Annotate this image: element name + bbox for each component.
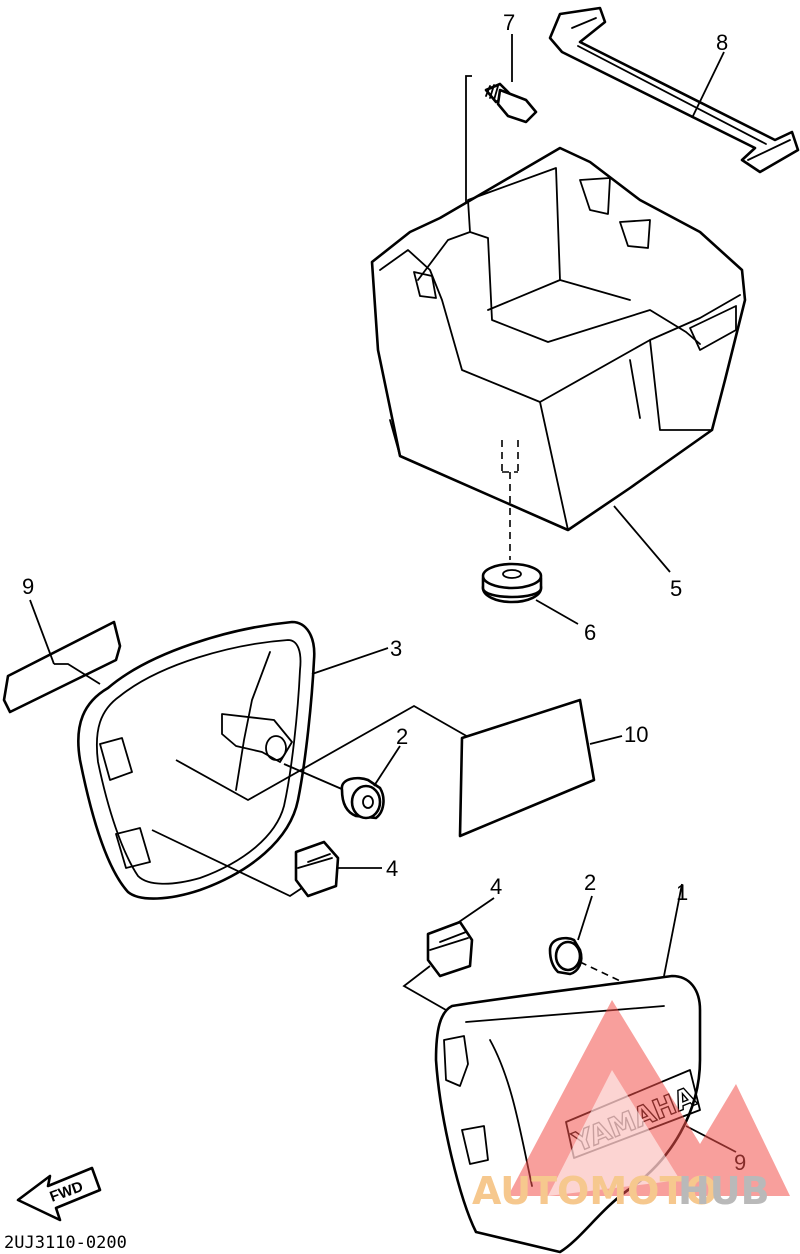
callout-2-right: 2 xyxy=(584,870,596,895)
watermark-text-primary: AUTOMOTO xyxy=(472,1169,718,1213)
callout-5: 5 xyxy=(670,576,682,601)
leader-5 xyxy=(613,505,671,573)
bolt xyxy=(484,82,538,124)
leader-6 xyxy=(535,599,579,625)
guide-grommet-left xyxy=(283,763,345,791)
emblem-strip-upper xyxy=(2,620,122,714)
cover-clip-right xyxy=(426,920,474,978)
callout-4-left: 4 xyxy=(386,856,398,881)
watermark-logo: AUTOMOTO HUB xyxy=(472,1000,790,1213)
leader-4-right xyxy=(455,897,495,925)
leader-8 xyxy=(691,51,725,119)
leader-2-left xyxy=(373,745,401,787)
box-grommet xyxy=(481,562,543,604)
fwd-arrow-icon: FWD xyxy=(16,1166,102,1222)
callout-10: 10 xyxy=(624,722,648,747)
callout-4-right: 4 xyxy=(490,874,502,899)
callout-3: 3 xyxy=(390,636,402,661)
guide-panel xyxy=(175,704,471,802)
cover-pad xyxy=(458,698,596,838)
leader-10 xyxy=(589,735,623,745)
watermark-text-secondary: HUB xyxy=(678,1169,770,1213)
cover-grommet-left xyxy=(340,776,385,820)
leader-9-upper xyxy=(29,599,55,665)
battery-strap xyxy=(548,6,800,174)
leader-1 xyxy=(663,883,683,977)
leader-7-mount xyxy=(465,75,472,230)
guide-clip-right xyxy=(402,965,447,1011)
side-cover-left xyxy=(77,620,316,900)
cover-grommet-right xyxy=(548,936,583,976)
callout-7: 7 xyxy=(503,10,515,35)
callout-6: 6 xyxy=(584,620,596,645)
guide-box-grommet xyxy=(501,440,519,560)
leader-2-right xyxy=(577,895,593,941)
leader-9-upper-b xyxy=(54,663,101,685)
callout-1: 1 xyxy=(676,880,688,905)
callout-9-upper: 9 xyxy=(22,574,34,599)
cover-clip-left xyxy=(294,840,340,898)
callout-2-left: 2 xyxy=(396,724,408,749)
guide-clip-left xyxy=(151,829,303,898)
battery-box xyxy=(370,146,747,532)
diagram-code: 2UJ3110-0200 xyxy=(4,1233,127,1253)
callout-8: 8 xyxy=(716,30,728,55)
leader-3 xyxy=(311,647,389,675)
